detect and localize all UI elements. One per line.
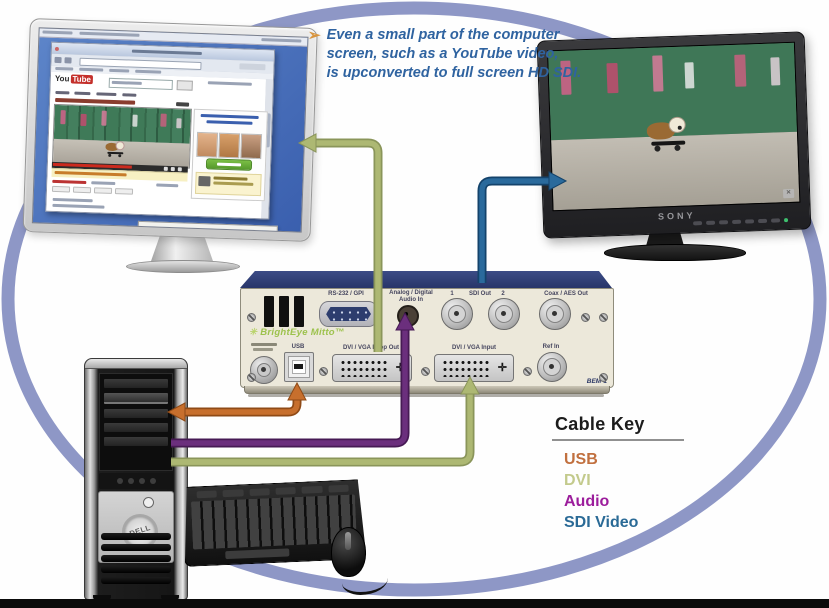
video-player [51, 103, 192, 169]
computer-monitor-base [126, 260, 240, 273]
skateboarding-dog [105, 141, 128, 158]
tower-power-button [143, 497, 154, 508]
dvi-loop-out-port: ✛ [332, 354, 412, 382]
audio-in-label-2: Audio In [399, 297, 423, 303]
cable-key: Cable Key USB DVI Audio SDI Video [552, 414, 684, 533]
youtube-search-box [108, 77, 173, 91]
brighteye-logo: ✳ BrightEye Mitto™ [249, 327, 345, 338]
annotation: ➢ Even a small part of the computer scre… [308, 26, 581, 83]
converter-base [244, 386, 610, 394]
yellow-ad [194, 171, 262, 197]
annotation-line-3: is upconverted to full screen HD SDI. [326, 65, 582, 81]
usb-port-label: USB [291, 344, 305, 350]
annotation-arrow-icon: ➢ [308, 27, 321, 44]
dvi-loop-out-label: DVI / VGA Loop Out [342, 345, 400, 351]
model-label: BEM-1 [586, 378, 607, 385]
front-io-ports [99, 473, 173, 489]
hd-skateboarding-dog [646, 116, 695, 154]
youtube-search-button [176, 80, 193, 91]
youtube-sidebar-ad [190, 108, 268, 202]
brighteye-brand-text: BrightEye Mitto™ [260, 327, 345, 338]
coax-aes-bnc [539, 298, 571, 330]
ad-button [205, 158, 253, 171]
channel-bug-icon: ✕ [782, 188, 795, 199]
sdi-monitor-base [604, 244, 746, 261]
converter-shadow [248, 394, 604, 397]
annotation-line-1: Even a small part of the computer [326, 27, 560, 43]
cable-key-usb: USB [564, 451, 598, 468]
ref-in-bnc [537, 352, 567, 382]
sdi-out-2-label: 2 [501, 291, 505, 297]
audio-in-label-1: Analog / Digital [389, 290, 433, 296]
cable-key-title: Cable Key [552, 414, 684, 441]
ref-in-label: Ref In [542, 344, 560, 350]
computer-tower: DELL [84, 358, 188, 600]
sdi-monitor-screen: ✕ [546, 41, 801, 212]
usb-port [284, 352, 314, 382]
dvi-input-port: ✛ [434, 354, 514, 382]
rs232-port [319, 301, 378, 327]
converter-top-panel [240, 271, 612, 288]
sdi-out-1-label: 1 [450, 291, 454, 297]
annotation-line-2: screen, such as a YouTube video, [326, 46, 559, 62]
sdi-out-label: SDI Out [469, 291, 491, 297]
converter-rear-panel: RS-232 / GPI Analog / Digital Audio In 1… [240, 288, 614, 388]
power-led [783, 218, 789, 223]
sdi-out-2-bnc [488, 298, 520, 330]
tower-vents [101, 533, 171, 585]
youtube-logo-you: You [54, 73, 70, 84]
floating-toolbar [137, 220, 278, 233]
bottom-black-bar [0, 599, 829, 608]
dvi-input-label: DVI / VGA Input [451, 345, 497, 351]
video-duration [176, 102, 190, 107]
cable-key-sdi-video: SDI Video [564, 514, 639, 531]
vent-slots [264, 296, 304, 327]
sdi-out-1-bnc [441, 298, 473, 330]
drive-bays [99, 373, 173, 471]
brighteye-logo-icon: ✳ [249, 327, 258, 338]
sony-brand-label: SONY [657, 210, 696, 222]
youtube-logo-tube: Tube [70, 74, 94, 85]
cable-key-audio: Audio [564, 493, 610, 510]
cable-key-dvi: DVI [564, 472, 591, 489]
audio-in-jack [397, 305, 419, 327]
mouse-cord [342, 566, 388, 595]
mouse [331, 527, 366, 577]
monitor-buttons [693, 218, 789, 226]
coax-aes-label: Coax / AES Out [544, 291, 588, 297]
